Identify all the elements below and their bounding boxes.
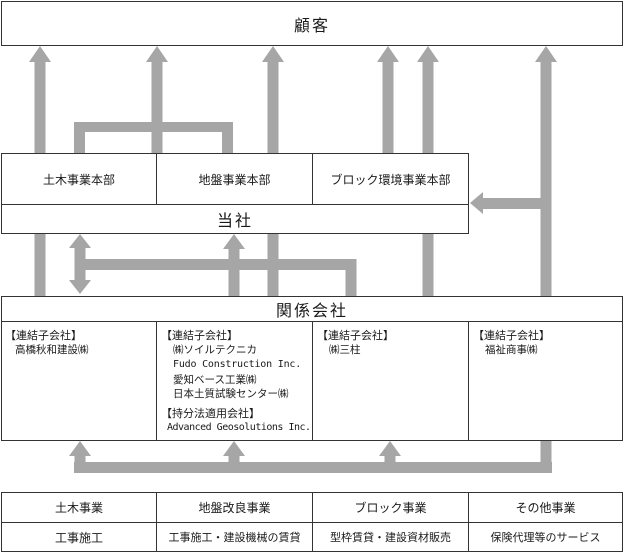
arrow-head [535, 46, 557, 62]
arrow-shaft [84, 259, 356, 270]
arrow-shaft [382, 61, 394, 153]
company-label: 当社 [216, 211, 253, 230]
arrow-head [377, 46, 399, 62]
division-civil: 土木事業本部 [1, 153, 157, 205]
segment-name-cell: 土木事業 [1, 492, 157, 523]
arrow-head [379, 441, 401, 456]
arrow-shaft [74, 454, 86, 473]
arrow-shaft [384, 454, 396, 473]
arrow-shaft [228, 248, 240, 297]
customer-box: 顧客 [1, 1, 623, 46]
affiliate-group-heading: 【連結子会社】 [317, 329, 394, 342]
arrow-shaft [151, 61, 163, 153]
affiliate-group-heading: 【連結子会社】 [5, 329, 82, 342]
affiliate-company: Fudo Construction Inc. [173, 358, 302, 370]
segment-name-cell: ブロック事業 [312, 492, 469, 523]
arrow-shaft [540, 440, 552, 473]
segment-name-cell: その他事業 [468, 492, 623, 523]
arrow-shaft [74, 122, 233, 132]
affiliate-divider [468, 321, 469, 441]
arrow-head [146, 46, 168, 62]
affiliate-group-heading: 【連結子会社】 [473, 329, 550, 342]
segment-name: ブロック事業 [354, 501, 427, 515]
arrow-head [470, 192, 483, 214]
segment-desc-cell: 型枠賃貸・建設資材販売 [312, 522, 469, 552]
arrow-shaft [74, 246, 86, 282]
division-ground: 地盤事業本部 [156, 153, 313, 205]
segment-name: 地盤改良事業 [198, 501, 271, 515]
arrow-head [417, 46, 439, 62]
segment-name: 土木事業 [54, 501, 103, 515]
segment-desc: 型枠賃貸・建設資材販売 [330, 531, 451, 544]
segment-name-cell: 地盤改良事業 [156, 492, 313, 523]
affiliate-company: ㈱ソイルテクニカ [173, 344, 257, 356]
affiliate-company: 愛知ベース工業㈱ [173, 373, 257, 386]
affiliate-company: 日本土質試験センター㈱ [173, 388, 289, 401]
arrow-head [223, 441, 245, 456]
segment-name: その他事業 [515, 501, 576, 515]
segment-desc-cell: 工事施工 [1, 522, 157, 552]
affiliate-company: Advanced Geosolutions Inc. [167, 422, 311, 434]
arrow-shaft [228, 454, 240, 473]
affiliate-divider [156, 321, 157, 441]
arrow-shaft [482, 198, 546, 209]
arrow-head [223, 234, 245, 249]
segment-desc-cell: 工事施工・建設機械の賃貸 [156, 522, 313, 552]
affiliate-group-heading: 【連結子会社】 [161, 329, 238, 342]
affiliates-title-box: 関係会社 [1, 296, 623, 322]
division-label: 地盤事業本部 [198, 172, 271, 187]
arrow-shaft [74, 462, 552, 473]
customer-label: 顧客 [293, 15, 330, 35]
division-label: ブロック環境事業本部 [330, 172, 451, 187]
arrow-shaft [222, 122, 233, 153]
division-label: 土木事業本部 [42, 172, 115, 187]
affiliate-company: ㈱三柱 [329, 344, 361, 356]
segment-desc: 保険代理等のサービス [490, 531, 601, 544]
affiliate-column-2: 【連結子会社】 ㈱ソイルテクニカ Fudo Construction Inc. … [157, 325, 312, 439]
affiliate-divider [312, 321, 313, 441]
company-box: 当社 [1, 204, 469, 234]
affiliate-column-1: 【連結子会社】 高橋秋和建設㈱ [1, 325, 156, 361]
arrow-shaft [345, 259, 357, 297]
affiliate-group-heading: 【持分法適用会社】 [161, 407, 260, 421]
arrow-head [262, 46, 284, 62]
arrow-head [69, 441, 91, 456]
segment-desc: 工事施工 [54, 530, 103, 545]
affiliate-company: 高橋秋和建設㈱ [15, 344, 89, 356]
arrow-head [29, 46, 51, 62]
segment-desc: 工事施工・建設機械の賃貸 [168, 531, 301, 544]
arrow-shaft [540, 61, 552, 297]
affiliate-column-3: 【連結子会社】 ㈱三柱 [313, 325, 468, 361]
segment-desc-cell: 保険代理等のサービス [468, 522, 623, 552]
arrow-head [69, 234, 91, 248]
arrow-head [69, 280, 91, 294]
affiliates-title: 関係会社 [275, 301, 348, 320]
affiliate-column-4: 【連結子会社】 福祉商事㈱ [469, 325, 623, 361]
affiliate-company: 福祉商事㈱ [485, 344, 538, 356]
division-block: ブロック環境事業本部 [312, 153, 469, 205]
arrow-shaft [74, 122, 85, 153]
